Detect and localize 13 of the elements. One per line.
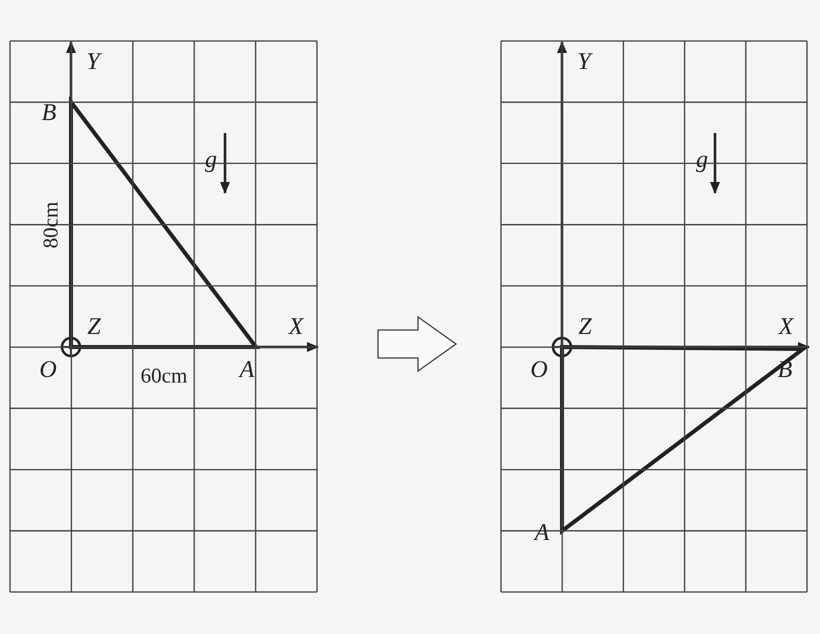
point-label: Z xyxy=(578,315,592,339)
point-label: Y xyxy=(577,50,591,74)
dimension-label: 80cm xyxy=(40,202,62,248)
point-label: O xyxy=(530,358,548,382)
point-label: A xyxy=(240,358,254,382)
point-label: Z xyxy=(87,315,101,339)
point-label: B xyxy=(42,101,56,125)
point-label: O xyxy=(39,358,57,382)
dimension-label: 60cm xyxy=(140,366,188,386)
point-label: Y xyxy=(86,50,100,74)
hollow-arrow xyxy=(377,316,458,372)
point-label: X xyxy=(778,315,794,339)
point-label: X xyxy=(288,315,304,339)
